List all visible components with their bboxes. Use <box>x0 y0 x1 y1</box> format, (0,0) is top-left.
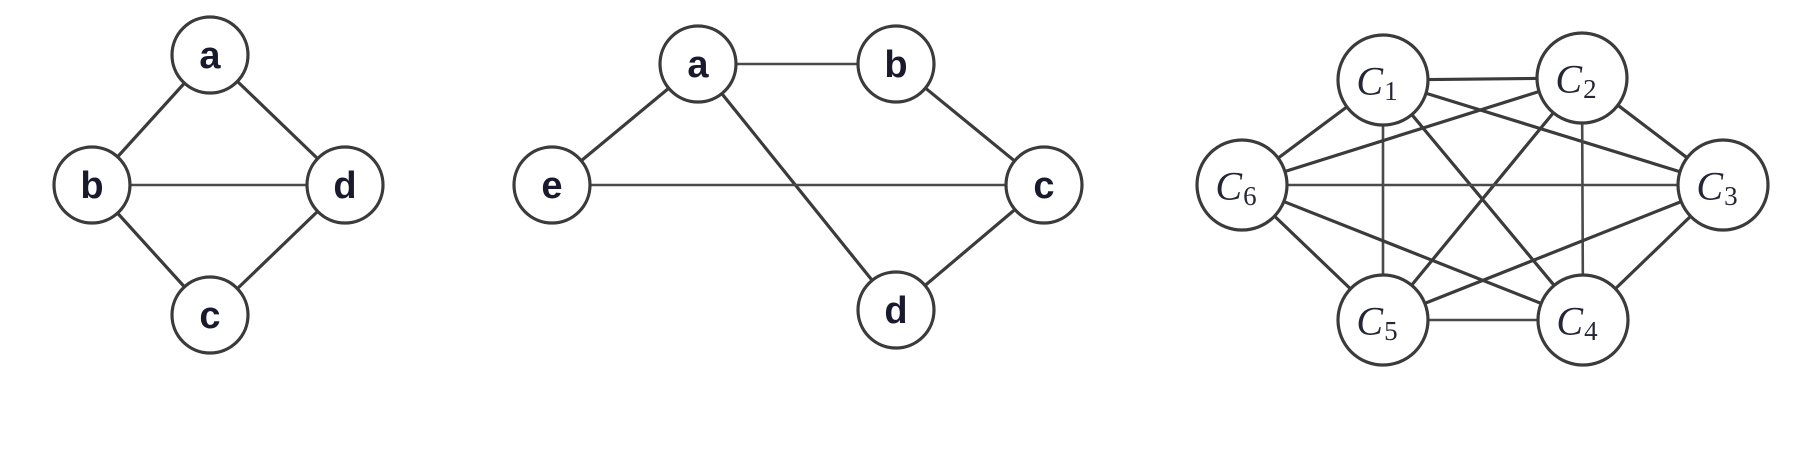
graph-2-nodes: a b c d e <box>512 24 1084 350</box>
node-label-c: c <box>1033 165 1054 207</box>
node-circle-d[interactable] <box>856 270 936 350</box>
graph-1-edges <box>115 79 320 291</box>
node-label-d: d <box>333 165 356 207</box>
node-b[interactable]: b <box>856 24 936 104</box>
node-a[interactable]: a <box>658 24 738 104</box>
node-e[interactable]: e <box>512 145 592 225</box>
node-circle-d[interactable] <box>305 145 385 225</box>
node-circle-C3[interactable] <box>1676 138 1770 232</box>
node-label-b: b <box>884 44 907 86</box>
node-d[interactable]: d <box>305 145 385 225</box>
node-d[interactable]: d <box>856 270 936 350</box>
node-circle-c[interactable] <box>170 275 250 355</box>
edge-C1-C2 <box>1426 76 1539 82</box>
edge-C3-C4 <box>1613 214 1693 291</box>
node-circle-a[interactable] <box>658 24 738 104</box>
node-circle-b[interactable] <box>52 145 132 225</box>
node-label-C6: C6 <box>1215 164 1256 212</box>
edge-a-d <box>235 79 320 161</box>
node-label-b: b <box>80 165 103 207</box>
node-c[interactable]: c <box>170 275 250 355</box>
node-C1[interactable]: C1 <box>1336 33 1430 127</box>
edge-C2-C6 <box>1283 89 1541 174</box>
node-C6[interactable]: C6 <box>1195 138 1289 232</box>
graph-2-edges <box>579 62 1017 288</box>
node-label-d: d <box>884 290 907 332</box>
node-label-c: c <box>199 295 220 337</box>
node-circle-b[interactable] <box>856 24 936 104</box>
node-circle-C4[interactable] <box>1536 273 1630 367</box>
node-circle-C2[interactable] <box>1535 31 1629 125</box>
edge-b-c <box>923 86 1017 163</box>
edge-C2-C4 <box>1580 121 1585 277</box>
node-label-e: e <box>541 165 562 207</box>
node-label-C3: C3 <box>1696 164 1737 212</box>
node-circle-e[interactable] <box>512 145 592 225</box>
node-a[interactable]: a <box>170 15 250 95</box>
edge-C2-C5 <box>1409 111 1556 287</box>
node-circle-c[interactable] <box>1004 145 1084 225</box>
node-c[interactable]: c <box>1004 145 1084 225</box>
edge-C1-C6 <box>1276 105 1349 160</box>
edge-C1-C3 <box>1424 91 1682 174</box>
edge-C2-C3 <box>1616 103 1689 160</box>
node-b[interactable]: b <box>52 145 132 225</box>
node-C2[interactable]: C2 <box>1535 31 1629 125</box>
edge-a-b <box>115 81 187 159</box>
edge-b-c <box>115 211 187 289</box>
node-C5[interactable]: C5 <box>1336 273 1430 367</box>
edge-C5-C6 <box>1272 214 1353 291</box>
edges-layer <box>115 62 1693 322</box>
edge-C4-C6 <box>1282 199 1543 306</box>
node-label-a: a <box>199 35 221 77</box>
edge-C3-C5 <box>1423 200 1683 305</box>
node-circle-C5[interactable] <box>1336 273 1430 367</box>
edge-c-d <box>923 207 1017 288</box>
node-C4[interactable]: C4 <box>1536 273 1630 367</box>
node-circle-a[interactable] <box>170 15 250 95</box>
node-circle-C6[interactable] <box>1195 138 1289 232</box>
graph-3-edges <box>1272 76 1693 322</box>
node-C3[interactable]: C3 <box>1676 138 1770 232</box>
edge-a-d <box>720 92 874 282</box>
node-label-a: a <box>687 44 709 86</box>
node-circle-C1[interactable] <box>1336 33 1430 127</box>
edge-c-d <box>235 209 320 291</box>
graph-1-nodes: a b c d <box>52 15 385 355</box>
edge-a-e <box>579 86 671 163</box>
